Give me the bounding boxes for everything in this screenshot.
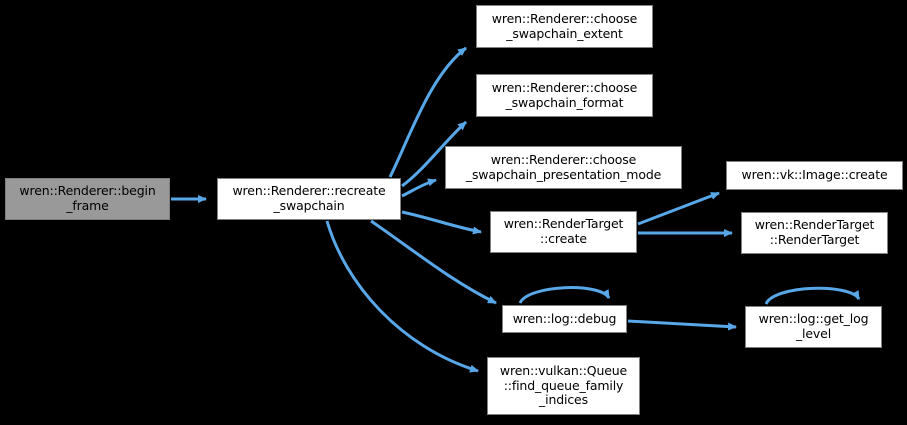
node-begin-frame-label: wren::Renderer::begin _frame [19, 183, 156, 213]
edge-recreate-swapchain-to-log-debug [370, 219, 497, 305]
node-render-target-constructor[interactable]: wren::RenderTarget ::RenderTarget [741, 212, 888, 254]
node-vk-image-create-label: wren::vk::Image::create [741, 167, 888, 183]
edge-render-target-create-to-vk-image-create [637, 191, 720, 226]
node-render-target-create[interactable]: wren::RenderTarget ::create [490, 211, 637, 253]
edge-log-debug-to-log-get-log-level [627, 319, 737, 331]
node-recreate-swapchain-label: wren::Renderer::recreate _swapchain [232, 183, 386, 213]
node-log-get-log-level[interactable]: wren::log::get_log _level [745, 306, 882, 348]
node-begin-frame[interactable]: wren::Renderer::begin _frame [5, 178, 170, 220]
node-log-get-log-level-label: wren::log::get_log _level [758, 311, 869, 341]
edge-log-debug-self-loop [518, 286, 611, 304]
node-choose-swapchain-extent[interactable]: wren::Renderer::choose _swapchain_extent [476, 5, 653, 48]
node-choose-swapchain-presentation-mode-label: wren::Renderer::choose _swapchain_presen… [465, 151, 662, 182]
node-find-queue-family-indices[interactable]: wren::vulkan::Queue ::find_queue_family … [487, 357, 640, 415]
node-log-debug[interactable]: wren::log::debug [502, 305, 627, 333]
node-choose-swapchain-extent-label: wren::Renderer::choose _swapchain_extent [491, 10, 638, 41]
node-choose-swapchain-format-label: wren::Renderer::choose _swapchain_format [491, 79, 638, 110]
node-choose-swapchain-format[interactable]: wren::Renderer::choose _swapchain_format [476, 74, 653, 117]
edge-recreate-swapchain-to-choose-swapchain-presentation-mode [401, 178, 437, 198]
node-render-target-create-label: wren::RenderTarget ::create [503, 216, 624, 246]
node-render-target-constructor-label: wren::RenderTarget ::RenderTarget [754, 217, 875, 247]
node-choose-swapchain-presentation-mode[interactable]: wren::Renderer::choose _swapchain_presen… [445, 146, 682, 189]
edge-recreate-swapchain-to-render-target-create [401, 210, 482, 235]
node-log-debug-label: wren::log::debug [512, 310, 617, 326]
node-vk-image-create[interactable]: wren::vk::Image::create [726, 161, 903, 190]
node-recreate-swapchain[interactable]: wren::Renderer::recreate _swapchain [217, 178, 401, 220]
node-find-queue-family-indices-label: wren::vulkan::Queue ::find_queue_family … [499, 362, 628, 408]
edge-log-get-log-level-self-loop [764, 286, 861, 305]
edge-recreate-swapchain-to-find-queue-family-indices [325, 220, 479, 373]
